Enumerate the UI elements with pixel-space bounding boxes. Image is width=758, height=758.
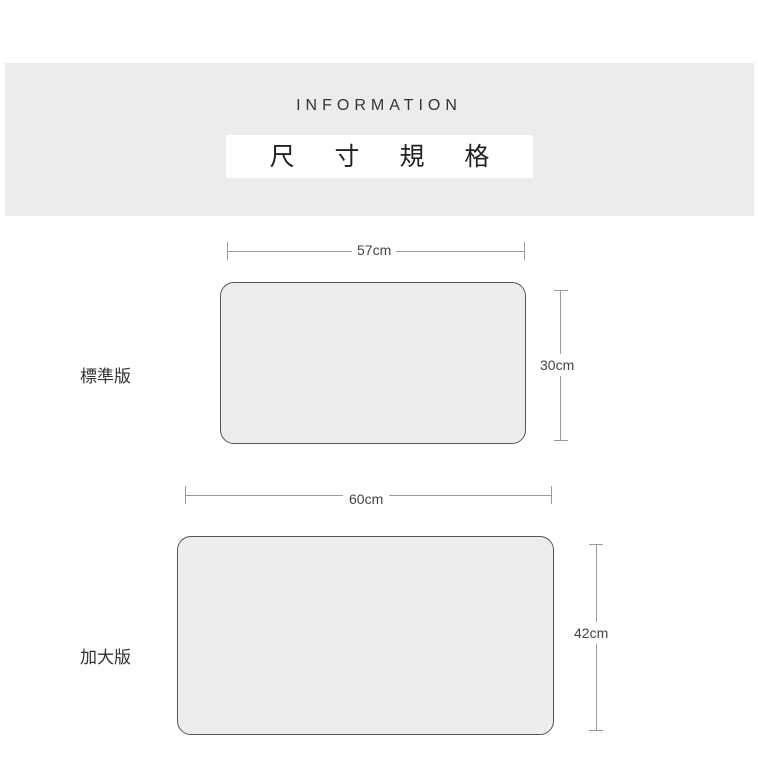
standard-version-label: 標準版 <box>80 367 131 387</box>
large-width-label: 60cm <box>343 491 390 507</box>
large-height-label: 42cm <box>572 622 611 644</box>
standard-height-tick-bottom <box>554 440 568 441</box>
standard-height-label: 30cm <box>538 354 577 376</box>
size-spec-title: 尺 寸 規 格 <box>226 135 533 178</box>
size-spec-title-text: 尺 寸 規 格 <box>269 142 506 171</box>
large-version-label: 加大版 <box>80 648 131 668</box>
standard-mat-outline <box>220 282 526 444</box>
standard-width-label: 57cm <box>352 242 397 258</box>
information-heading: INFORMATION <box>296 97 462 114</box>
large-height-tick-bottom <box>589 730 603 731</box>
standard-height-tick-top <box>554 290 568 291</box>
large-mat-outline <box>177 536 554 735</box>
